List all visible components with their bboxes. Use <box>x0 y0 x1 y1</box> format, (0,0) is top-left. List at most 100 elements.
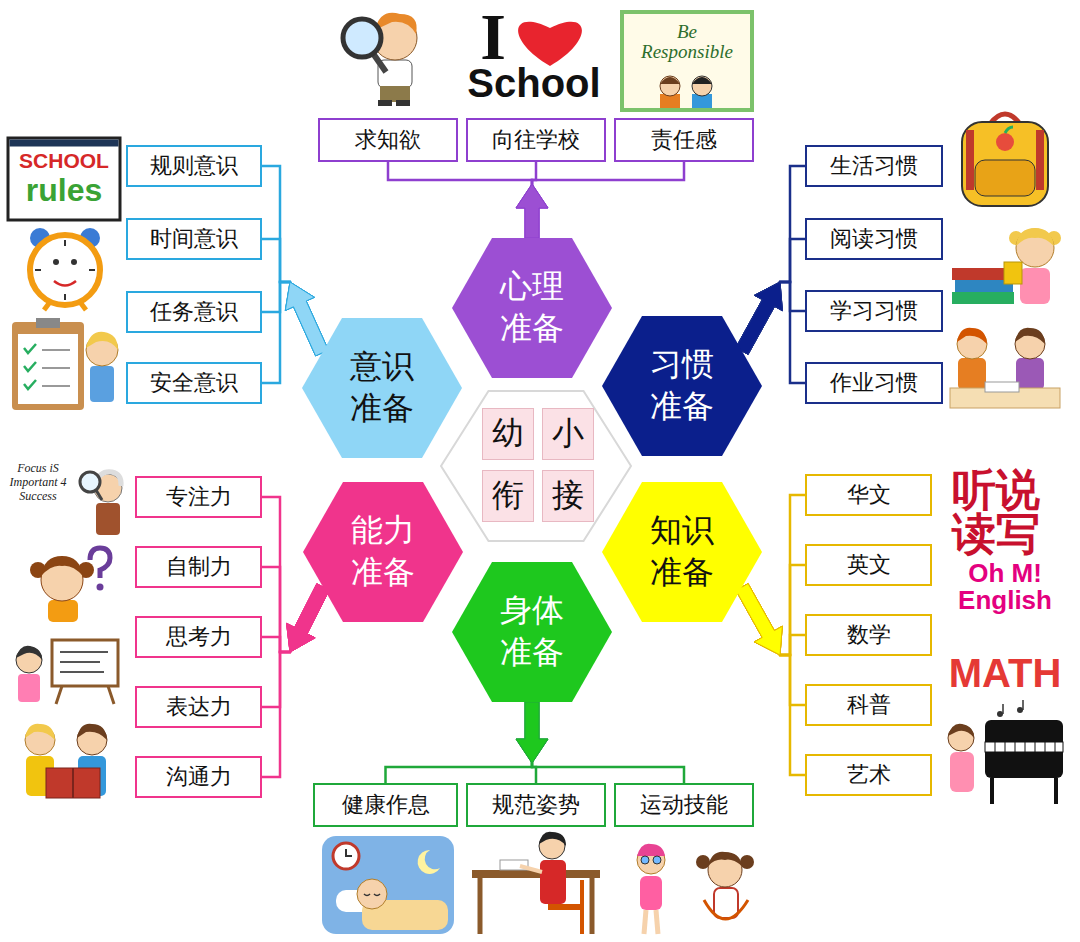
item-label: 任务意识 <box>150 297 238 327</box>
center-tile: 小 <box>542 408 594 460</box>
item-box: 科普 <box>805 684 932 726</box>
item-label: 表达力 <box>166 692 232 722</box>
branch-arrow <box>516 702 548 783</box>
sports-girls-part <box>644 910 646 934</box>
clock-part <box>30 235 100 305</box>
piano-girl-part <box>1017 707 1023 713</box>
arrow-shape <box>287 584 330 652</box>
responsible-frame <box>622 12 752 110</box>
sports-girls-part <box>714 888 738 918</box>
item-label: 科普 <box>847 690 891 720</box>
item-box: 自制力 <box>135 546 262 588</box>
branch-arrow <box>736 239 805 354</box>
clock-part <box>54 281 76 286</box>
board-girl-part <box>52 640 118 686</box>
bracket-line <box>532 162 684 238</box>
question-girl <box>30 548 110 622</box>
professor-figure-part <box>96 503 120 535</box>
arrow-shape <box>516 702 548 763</box>
reading-kids-part <box>72 768 74 798</box>
desk-girl-part <box>540 860 566 904</box>
category-label: 身体 准备 <box>490 590 573 673</box>
arrow-shape <box>516 702 548 763</box>
item-label: 规则意识 <box>150 151 238 181</box>
item-box: 生活习惯 <box>805 145 943 187</box>
clipboard-girl-part <box>36 318 60 328</box>
branch-arrow <box>262 166 328 356</box>
piano-girl-part <box>1002 704 1004 714</box>
item-label: 专注力 <box>166 482 232 512</box>
bracket-line <box>386 702 533 783</box>
item-box: 运动技能 <box>614 783 754 827</box>
hexagon-fill <box>602 316 762 456</box>
bracket-line <box>388 162 532 238</box>
school-rules-board-part <box>10 140 119 147</box>
clipboard-girl-part <box>86 332 118 350</box>
sports-girls-part <box>637 844 665 856</box>
homework-kids-part <box>958 358 986 390</box>
category-label: 能力 准备 <box>341 510 424 593</box>
piano-girl-part <box>950 752 974 792</box>
branch-arrow <box>262 584 329 707</box>
center-hexagon <box>441 391 631 541</box>
category-hexagon: 能力 准备 <box>303 482 463 622</box>
bracket-line <box>532 702 684 783</box>
arrow-shape <box>516 702 548 763</box>
reading-girl-part <box>1016 229 1054 267</box>
illustration-text: Oh M! English <box>944 560 1066 615</box>
reading-kids-part <box>25 724 55 740</box>
branch-arrow <box>262 584 329 777</box>
arrow-shape <box>285 282 328 356</box>
item-label: 运动技能 <box>640 790 728 820</box>
item-label: 规范姿势 <box>492 790 580 820</box>
desk-girl-part <box>580 880 584 934</box>
clipboard-girl-part <box>24 344 36 389</box>
sports-girls-part <box>704 900 748 919</box>
heart-symbol <box>518 22 582 66</box>
item-box: 规范姿势 <box>466 783 606 827</box>
sports-girls-part <box>656 910 658 934</box>
hexagon-fill <box>303 482 463 622</box>
illustration-text: School <box>462 62 606 104</box>
sports-girls-part <box>653 856 661 864</box>
backpack-part <box>975 160 1035 196</box>
branch-arrow <box>262 282 328 356</box>
category-label: 心理 准备 <box>490 266 573 349</box>
arrow-shape <box>516 184 548 238</box>
clock-part <box>64 240 66 246</box>
illustration-text: SCHOOL <box>12 150 116 172</box>
item-label: 沟通力 <box>166 762 232 792</box>
professor-figure <box>80 472 122 535</box>
branch-arrow <box>388 162 548 238</box>
piano-girl-part <box>1054 778 1058 804</box>
item-label: 思考力 <box>166 622 232 652</box>
sleeping-child-part <box>322 836 454 934</box>
item-box: 求知欲 <box>318 118 458 162</box>
board-girl <box>16 640 118 704</box>
desk-girl-part <box>590 878 595 934</box>
responsible-frame-part <box>622 12 752 110</box>
item-box: 华文 <box>805 474 932 516</box>
clock-part <box>71 259 77 265</box>
item-label: 安全意识 <box>150 368 238 398</box>
board-girl-part <box>56 686 62 704</box>
item-box: 任务意识 <box>126 291 262 333</box>
board-girl-part <box>18 674 40 702</box>
item-box: 规则意识 <box>126 145 262 187</box>
item-label: 求知欲 <box>355 125 421 155</box>
hexagon-outline <box>602 482 762 622</box>
hexagon-fill <box>602 482 762 622</box>
category-label: 习惯 准备 <box>640 344 723 427</box>
piano-girl-part <box>985 720 1063 778</box>
item-box: 思考力 <box>135 616 262 658</box>
arrow-shape <box>287 584 330 652</box>
reading-girl-part <box>1020 268 1050 304</box>
item-box: 向往学校 <box>466 118 606 162</box>
piano-girl-part <box>990 778 994 804</box>
branch-arrow <box>516 702 684 783</box>
item-box: 安全意识 <box>126 362 262 404</box>
item-box: 时间意识 <box>126 218 262 260</box>
category-label: 意识 准备 <box>340 346 423 429</box>
backpack-part <box>1005 127 1013 133</box>
school-rules-board <box>8 138 120 220</box>
